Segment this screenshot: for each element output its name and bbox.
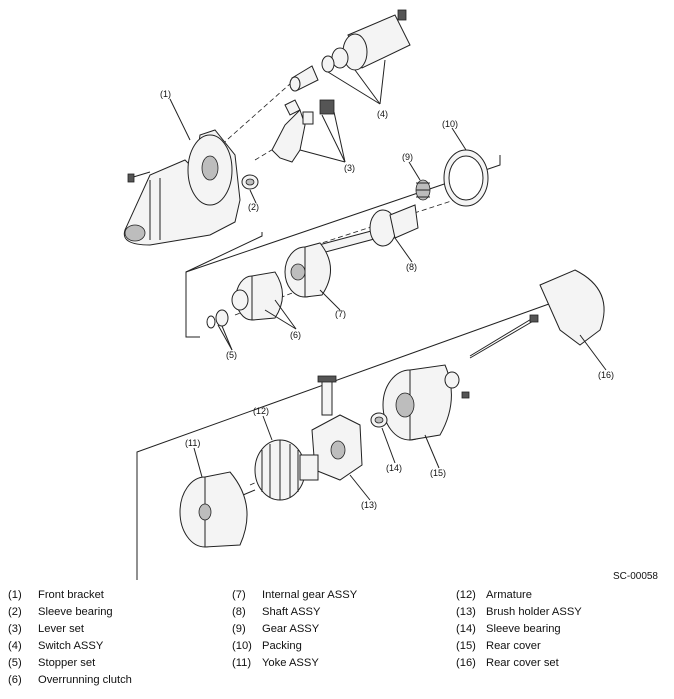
callout-4: (4)	[377, 109, 388, 119]
callout-7: (7)	[335, 309, 346, 319]
figure-code: SC-00058	[612, 571, 658, 582]
armature-part	[242, 439, 319, 501]
legend-label: Rear cover	[486, 640, 541, 652]
legend-label: Internal gear ASSY	[262, 589, 358, 601]
callout-11: (11)	[185, 438, 200, 448]
legend-number: (1)	[8, 589, 22, 601]
callout-5: (5)	[226, 350, 237, 360]
front-bracket-part	[123, 129, 241, 246]
sleeve-bearing-part	[241, 174, 259, 190]
legend-label: Armature	[486, 589, 533, 601]
callout-14: (14)	[386, 463, 402, 473]
legend-item: (2) Sleeve bearing	[8, 605, 113, 619]
brush-holder-assy-part	[311, 375, 363, 481]
group-frame-lines	[136, 155, 561, 580]
legend-label: Switch ASSY	[38, 640, 104, 652]
legend-number: (2)	[8, 606, 22, 618]
legend-number: (16)	[456, 657, 476, 669]
legend-label: Rear cover set	[486, 657, 559, 669]
legend-item: (14) Sleeve bearing	[456, 622, 561, 636]
legend-number: (6)	[8, 674, 22, 686]
legend-label: Yoke ASSY	[262, 657, 319, 669]
legend-label: Overrunning clutch	[38, 674, 132, 686]
internal-gear-assy-part	[284, 242, 331, 298]
callout-3: (3)	[344, 163, 355, 173]
legend-item: (10) Packing	[232, 639, 302, 653]
callout-8: (8)	[406, 262, 417, 272]
legend-item: (4) Switch ASSY	[8, 639, 103, 653]
gear-assy-part	[415, 179, 431, 201]
legend-label: Sleeve bearing	[38, 606, 113, 618]
legend-item: (16) Rear cover set	[456, 656, 559, 670]
callout-10: (10)	[442, 119, 458, 129]
legend-number: (15)	[456, 640, 476, 652]
legend-label: Packing	[262, 640, 302, 652]
legend-label: Front bracket	[38, 589, 104, 601]
legend-label: Sleeve bearing	[486, 623, 561, 635]
packing-part	[443, 149, 489, 207]
leader-lines	[169, 59, 607, 501]
legend-label: Shaft ASSY	[262, 606, 321, 618]
callout-2: (2)	[248, 202, 259, 212]
legend-number: (10)	[232, 640, 252, 652]
legend-item: (8) Shaft ASSY	[232, 605, 320, 619]
callout-16: (16)	[598, 370, 614, 380]
legend-number: (13)	[456, 606, 476, 618]
callout-9: (9)	[402, 152, 413, 162]
legend-label: Stopper set	[38, 657, 96, 669]
legend-item: (7) Internal gear ASSY	[232, 588, 357, 602]
rear-cover-set-part	[469, 269, 605, 359]
switch-assy-part	[289, 9, 411, 92]
legend-number: (11)	[232, 657, 252, 669]
legend-number: (7)	[232, 589, 246, 601]
rear-cover-part	[382, 364, 470, 441]
legend-item: (6) Overrunning clutch	[8, 673, 132, 687]
legend-item: (12) Armature	[456, 588, 532, 602]
callout-15: (15)	[430, 468, 446, 478]
legend-number: (3)	[8, 623, 22, 635]
parts-legend: (1) Front bracket (2) Sleeve bearing (3) Le…	[0, 588, 674, 696]
legend-item: (9) Gear ASSY	[232, 622, 319, 636]
callout-1: (1)	[160, 89, 171, 99]
lever-set-part	[271, 99, 335, 163]
legend-item: (1) Front bracket	[8, 588, 104, 602]
overrunning-clutch-part	[231, 271, 283, 321]
legend-number: (14)	[456, 623, 476, 635]
yoke-assy-part	[179, 471, 248, 548]
legend-number: (5)	[8, 657, 22, 669]
legend-number: (12)	[456, 589, 476, 601]
legend-number: (9)	[232, 623, 246, 635]
legend-label: Lever set	[38, 623, 85, 635]
legend-item: (15) Rear cover	[456, 639, 541, 653]
legend-item: (3) Lever set	[8, 622, 84, 636]
legend-item: (13) Brush holder ASSY	[456, 605, 582, 619]
legend-item: (11) Yoke ASSY	[232, 656, 319, 670]
legend-number: (4)	[8, 640, 22, 652]
callout-6: (6)	[290, 330, 301, 340]
legend-number: (8)	[232, 606, 246, 618]
exploded-starter-diagram: (1) (2) (3) (4) (5) (6) (7) (8) (9) (10)…	[123, 9, 614, 580]
callout-12: (12)	[253, 406, 269, 416]
legend-item: (5) Stopper set	[8, 656, 95, 670]
rear-sleeve-bearing-part	[370, 412, 388, 428]
callout-13: (13)	[361, 500, 377, 510]
legend-label: Gear ASSY	[262, 623, 320, 635]
legend-label: Brush holder ASSY	[486, 606, 582, 618]
stopper-set-part	[206, 309, 229, 329]
